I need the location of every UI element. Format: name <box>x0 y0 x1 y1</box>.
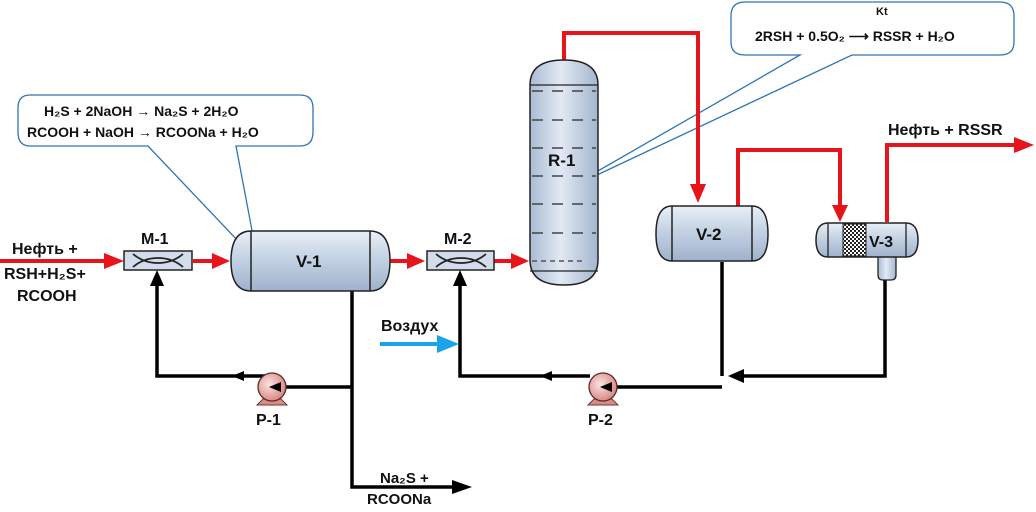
feed-label-line1: Нефть + <box>12 241 78 258</box>
m2-label: M-2 <box>444 231 472 248</box>
feed-label-line2: RSH+H₂S+ <box>4 266 86 283</box>
catalyst-label: Kt <box>876 6 888 18</box>
pump-p1[interactable] <box>255 372 289 406</box>
product-arrow <box>1014 137 1034 153</box>
product-label: Нефть + RSSR <box>888 122 1003 139</box>
caustic-equation-h2s: H₂S + 2NaOH → Na₂S + 2H₂O <box>44 103 239 119</box>
vessel-v3[interactable] <box>815 222 919 281</box>
r1-label: R-1 <box>548 151 575 170</box>
v2-label: V-2 <box>696 225 722 244</box>
p2-label: P-2 <box>588 412 613 429</box>
pump-p2[interactable] <box>586 372 620 406</box>
v1-label: V-1 <box>296 252 322 271</box>
v3-label: V-3 <box>869 234 893 251</box>
reactor-column-r1[interactable] <box>529 59 599 286</box>
p1-label: P-1 <box>256 412 281 429</box>
arrow-up-m1 <box>150 270 164 286</box>
oxidation-equation: 2RSH + 0.5O₂ ⟶ RSSR + H₂O <box>755 28 955 44</box>
caustic-reaction-callout: H₂S + 2NaOH → Na₂S + 2H₂O RCOOH + NaOH →… <box>17 94 314 265</box>
caustic-circulation-lines <box>155 262 887 489</box>
air-line <box>380 335 459 353</box>
feed-label-line3: RCOOH <box>17 288 77 305</box>
caustic-arrowheads <box>150 270 744 494</box>
mixer-m2[interactable] <box>426 250 495 271</box>
mixer-m1[interactable] <box>123 250 193 271</box>
waste-label-line2: RCOONa <box>367 491 432 508</box>
arrow-discharge <box>452 480 472 494</box>
vessel-v1[interactable] <box>230 230 391 292</box>
arrow-up-m2 <box>453 270 467 286</box>
v3-packing <box>842 223 867 257</box>
air-label: Воздух <box>381 318 439 335</box>
waste-label-line1: Na₂S + <box>380 470 429 487</box>
caustic-equation-rcooh: RCOOH + NaOH → RCOONa + H₂O <box>27 124 259 140</box>
hydrocarbon-arrowheads <box>104 137 1034 269</box>
m1-label: M-1 <box>141 231 169 248</box>
vessel-v2[interactable] <box>655 205 769 262</box>
v3-boot <box>877 255 897 281</box>
oxidation-reaction-callout: Kt 2RSH + 0.5O₂ ⟶ RSSR + H₂O <box>562 1 1015 192</box>
